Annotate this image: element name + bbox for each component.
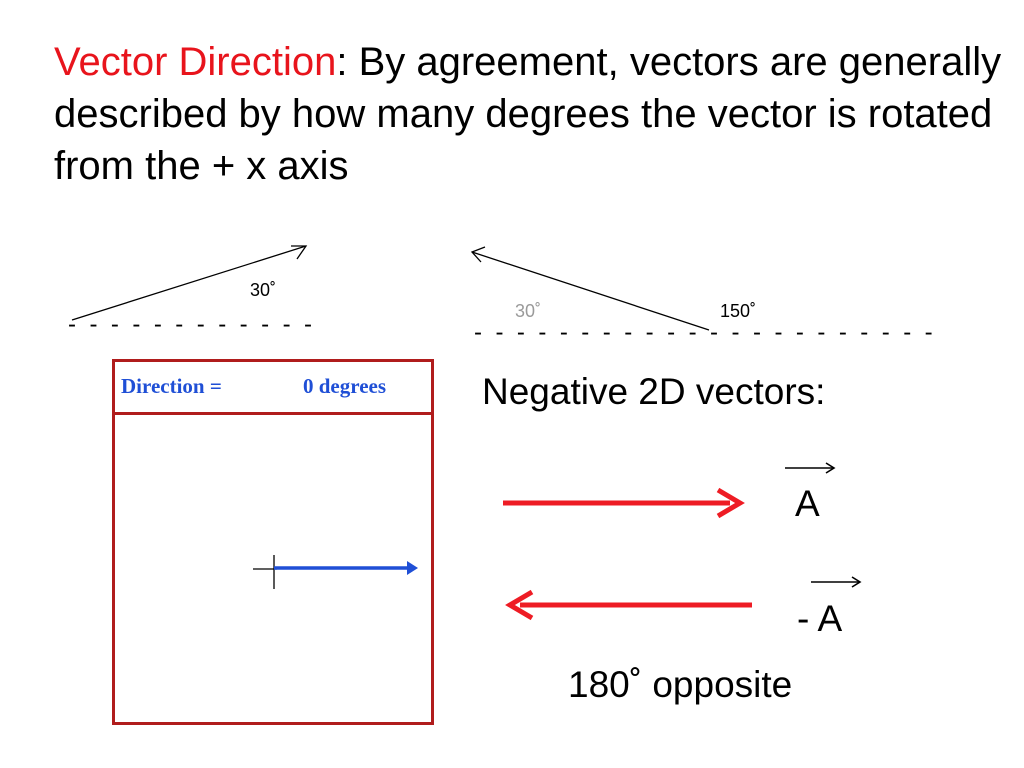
slide-title: Vector Direction: By agreement, vectors … (54, 36, 1004, 192)
direction-value: 0 degrees (303, 374, 387, 398)
right-vector-line (471, 251, 710, 331)
vector-a-overbar-head (825, 462, 836, 474)
vector-a-label: A (795, 483, 820, 524)
opposite-caption: 180˚ opposite (568, 664, 793, 705)
vector-neg-a-label: - A (797, 598, 843, 639)
vector-a-arrowhead (716, 487, 745, 519)
direction-simulation: Direction = 0 degrees (112, 359, 434, 725)
title-text: : By agreement, vectors are generally de… (54, 40, 1002, 188)
simulation-canvas (253, 555, 418, 589)
left-baseline: - - - - - - - - - - - - (68, 311, 316, 338)
left-angle-label: 30˚ (250, 280, 277, 300)
title-accent: Vector Direction (54, 40, 337, 84)
simulation-vector-arrowhead (407, 561, 418, 575)
vector-neg-a-arrowhead (505, 589, 534, 621)
left-vector-arrowhead (291, 245, 308, 260)
right-angle-large-label: 150˚ (720, 301, 757, 321)
negative-vectors-heading: Negative 2D vectors: (482, 371, 826, 412)
simulation-header: Direction = 0 degrees (115, 362, 431, 415)
right-vector-arrowhead (470, 246, 486, 263)
vector-neg-a-overbar-head (851, 576, 862, 588)
right-angle-small-label: 30˚ (515, 301, 542, 321)
left-vector-line (71, 245, 307, 321)
direction-label: Direction = (121, 374, 222, 398)
right-baseline: - - - - - - - - - - - - - - - - - - - - … (474, 319, 937, 346)
